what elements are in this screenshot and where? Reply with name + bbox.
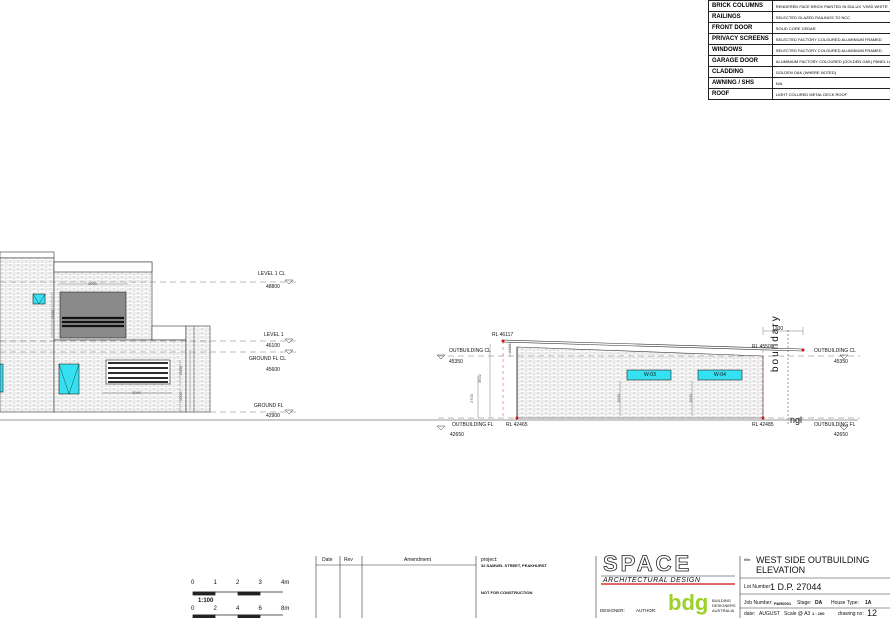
rl-top-right: RL 45500 — [752, 344, 774, 350]
date-label: date: — [744, 611, 756, 617]
house-dim-3: 3000 — [132, 390, 141, 395]
title-block — [315, 556, 890, 618]
outbuilding-dim-4: 1500 — [687, 394, 693, 403]
not-for-construction: NOT FOR CONSTRUCTION — [481, 590, 533, 595]
level1-label: LEVEL 1 — [264, 332, 284, 338]
scale-tick: 2 — [236, 580, 240, 586]
level1-value: 46100 — [266, 343, 280, 349]
drawing-no-label: drawing no: — [838, 611, 864, 617]
date-value: AUGUST — [759, 611, 780, 617]
outbuilding-elevation — [477, 327, 805, 420]
lot-label: Lot Number: — [744, 584, 772, 590]
boundary-label: boundary — [770, 314, 781, 372]
title-label: title: — [744, 557, 752, 562]
scale-tick: 0 — [191, 606, 195, 612]
bdg-logo: bdg — [668, 590, 709, 615]
scale-tick: 8m — [281, 606, 290, 612]
col-date: Date — [322, 557, 333, 563]
rl-top-left: RL 46117 — [492, 332, 514, 338]
logo-space: SPACE — [603, 551, 693, 577]
scale-tick: 4 — [236, 606, 240, 612]
project-label: project: — [481, 557, 498, 563]
window-w-04 — [697, 369, 743, 381]
title-value: WEST SIDE OUTBUILDING ELEVATION — [756, 555, 870, 575]
house-window-small — [32, 293, 46, 305]
house-dim-2: 2000 — [49, 310, 55, 319]
house-dim-1: 3000 — [88, 281, 97, 286]
stage-value: DA — [815, 600, 823, 606]
level1-cl-label: LEVEL 1 CL — [258, 271, 286, 277]
space-logo — [601, 575, 735, 585]
window-w-04-label: W-04 — [714, 372, 726, 378]
outbuilding-cl-left-value: 45350 — [449, 359, 463, 365]
author-label: AUTHOR: — [636, 608, 657, 613]
rl-bottom-right: RL 42485 — [752, 422, 774, 428]
level1-cl-value: 48800 — [266, 284, 280, 290]
house-type-value: 1A — [865, 600, 872, 606]
outbuilding-dim-1: 3632 — [476, 374, 482, 383]
house-elevation — [0, 251, 211, 413]
ground-fl-value: 42900 — [266, 413, 280, 419]
schedule-spec: LIGHT COLURED METAL DECK ROOF — [771, 88, 890, 100]
project-value: 32 SAMUEL STREET, PEAKHURST — [481, 563, 547, 568]
outbuilding-cl-right-value: 45350 — [834, 359, 848, 365]
house-type-label: House Type: — [831, 600, 859, 606]
scale-tick: 4m — [281, 580, 290, 586]
bdg-sub: BUILDING DESIGNERS AUSTRALIA — [712, 598, 736, 613]
overhang-dim: 1200 — [772, 326, 784, 332]
outbuilding-cl-right-label: OUTBUILDING CL — [814, 348, 856, 354]
ground-fl-label: GROUND FL — [254, 403, 284, 409]
scale-tick: 0 — [191, 580, 195, 586]
scale-tick: 6 — [258, 606, 262, 612]
ground-fl-cl-label: GROUND FL CL — [249, 356, 287, 362]
col-amendment: Amendment — [404, 557, 431, 563]
scale-value: 1 : 100 — [812, 611, 825, 616]
scale1-label: 1:100 — [198, 598, 214, 604]
outbuilding-dim-3: 1500 — [615, 394, 621, 403]
outbuilding-fl-left-label: OUTBUILDING FL — [452, 422, 494, 428]
window-w-03-label: W-03 — [644, 372, 656, 378]
house-door-glazed — [58, 363, 80, 395]
designer-label: DESIGNER: — [600, 608, 625, 613]
job-value: PAR0001 — [774, 601, 792, 606]
outbuilding-cl-left-label: OUTBUILDING CL — [449, 348, 491, 354]
logo-sub: ARCHITECTURAL DESIGN — [603, 577, 701, 584]
level-lines — [0, 281, 300, 413]
house-dim-4: 2000 — [177, 366, 183, 375]
scale-tick: 2 — [213, 606, 217, 612]
house-dim-5: 2000 — [177, 392, 183, 401]
scale-label: Scale @ A3 — [784, 611, 811, 617]
window-w-03 — [626, 369, 672, 381]
ngl-label: ngl — [790, 415, 803, 425]
schedule-item: ROOF — [708, 88, 773, 100]
col-rev: Rev — [344, 557, 353, 563]
lot-value: 1 D.P. 27044 — [770, 582, 822, 592]
job-label: Job Number: — [744, 600, 773, 606]
house-screen-lower — [105, 359, 171, 385]
scale-tick: 1 — [213, 580, 217, 586]
outbuilding-fl-left-value: 42650 — [450, 432, 464, 438]
outbuilding-fl-right-value: 42650 — [834, 432, 848, 438]
drawing-no-value: 12 — [867, 608, 878, 618]
house-screen-upper — [59, 291, 127, 339]
outbuilding-fl-right-label: OUTBUILDING FL — [814, 422, 856, 428]
ground-fl-cl-value: 45600 — [266, 367, 280, 373]
rl-bottom-left: RL 42465 — [506, 422, 528, 428]
outbuilding-dim-2: 2700 — [468, 394, 474, 403]
stage-label: Stage: — [797, 600, 812, 606]
scale-bars — [192, 591, 283, 618]
outbuilding-dim-5: 2450 — [506, 344, 512, 353]
scale-tick: 3 — [258, 580, 262, 586]
